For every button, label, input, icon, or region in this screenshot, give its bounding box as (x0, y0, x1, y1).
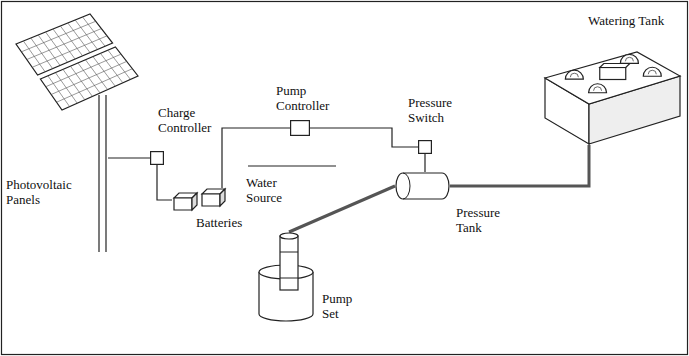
pump-set-shape (258, 232, 314, 322)
battery (220, 189, 225, 206)
float-box (600, 68, 626, 80)
watering-tank-shape (545, 40, 680, 145)
water-level-line (248, 165, 336, 166)
pressure-switch-shape (418, 140, 432, 154)
pressure-switch: Pressure Switch (418, 140, 432, 154)
charge-controller: Charge Controller (150, 151, 164, 165)
pump-set: Pump Set (258, 232, 314, 322)
component-label: Pump Set (322, 292, 352, 322)
tank-end (403, 173, 410, 199)
drinker-bowl (594, 87, 602, 91)
panel-cells (46, 50, 133, 107)
photovoltaic-panel: Photovoltaic Panels (12, 10, 142, 158)
drinker-bowl (570, 73, 578, 77)
drinker-bowl (648, 70, 656, 74)
controller-box (151, 152, 164, 165)
pump-motor (280, 236, 298, 290)
pump-controller-shape (290, 120, 310, 136)
battery (202, 194, 220, 206)
tank-top (545, 52, 680, 104)
drinker-bowl (589, 84, 607, 93)
pressure-tank: Pressure Tank (395, 172, 450, 200)
battery-bank: Batteries (172, 188, 228, 212)
water-pipe (289, 186, 395, 232)
component-label: Batteries (196, 216, 242, 231)
pump-controller: Pump Controller (290, 120, 310, 136)
part-label: Water Source (246, 176, 282, 206)
component-label: Pressure Tank (456, 206, 500, 236)
panel-pole (105, 95, 106, 252)
controller-box (291, 121, 310, 136)
battery (174, 198, 192, 210)
panel-pole (98, 95, 99, 252)
electric-wire (310, 128, 418, 147)
electric-wire (108, 157, 150, 158)
watering-tank: Watering Tank (545, 40, 680, 145)
solar-panel (40, 47, 138, 110)
component-label: Pressure Switch (408, 96, 452, 126)
controller-box (419, 141, 432, 154)
pump-band (280, 278, 298, 279)
component-label: Charge Controller (158, 106, 211, 136)
electric-wire (157, 165, 172, 200)
pump-motor (280, 233, 298, 239)
electric-wire (424, 154, 425, 172)
photovoltaic-panel-shape (12, 10, 142, 158)
drinker-bowl (565, 70, 583, 79)
battery-bank-shape (172, 188, 228, 212)
component-label: Watering Tank (588, 14, 664, 29)
pressure-tank-shape (395, 172, 450, 200)
water-pipe (450, 145, 589, 186)
drinker-bowl (620, 54, 638, 63)
tank-body (396, 173, 449, 199)
charge-controller-shape (150, 151, 164, 165)
component-label: Pump Controller (276, 84, 329, 114)
drinker-bowl (643, 67, 661, 76)
battery (192, 193, 197, 210)
component-label: Photovoltaic Panels (6, 178, 72, 208)
drinker-bowl (625, 57, 633, 61)
pump-band (280, 252, 298, 253)
float-box (600, 64, 630, 68)
